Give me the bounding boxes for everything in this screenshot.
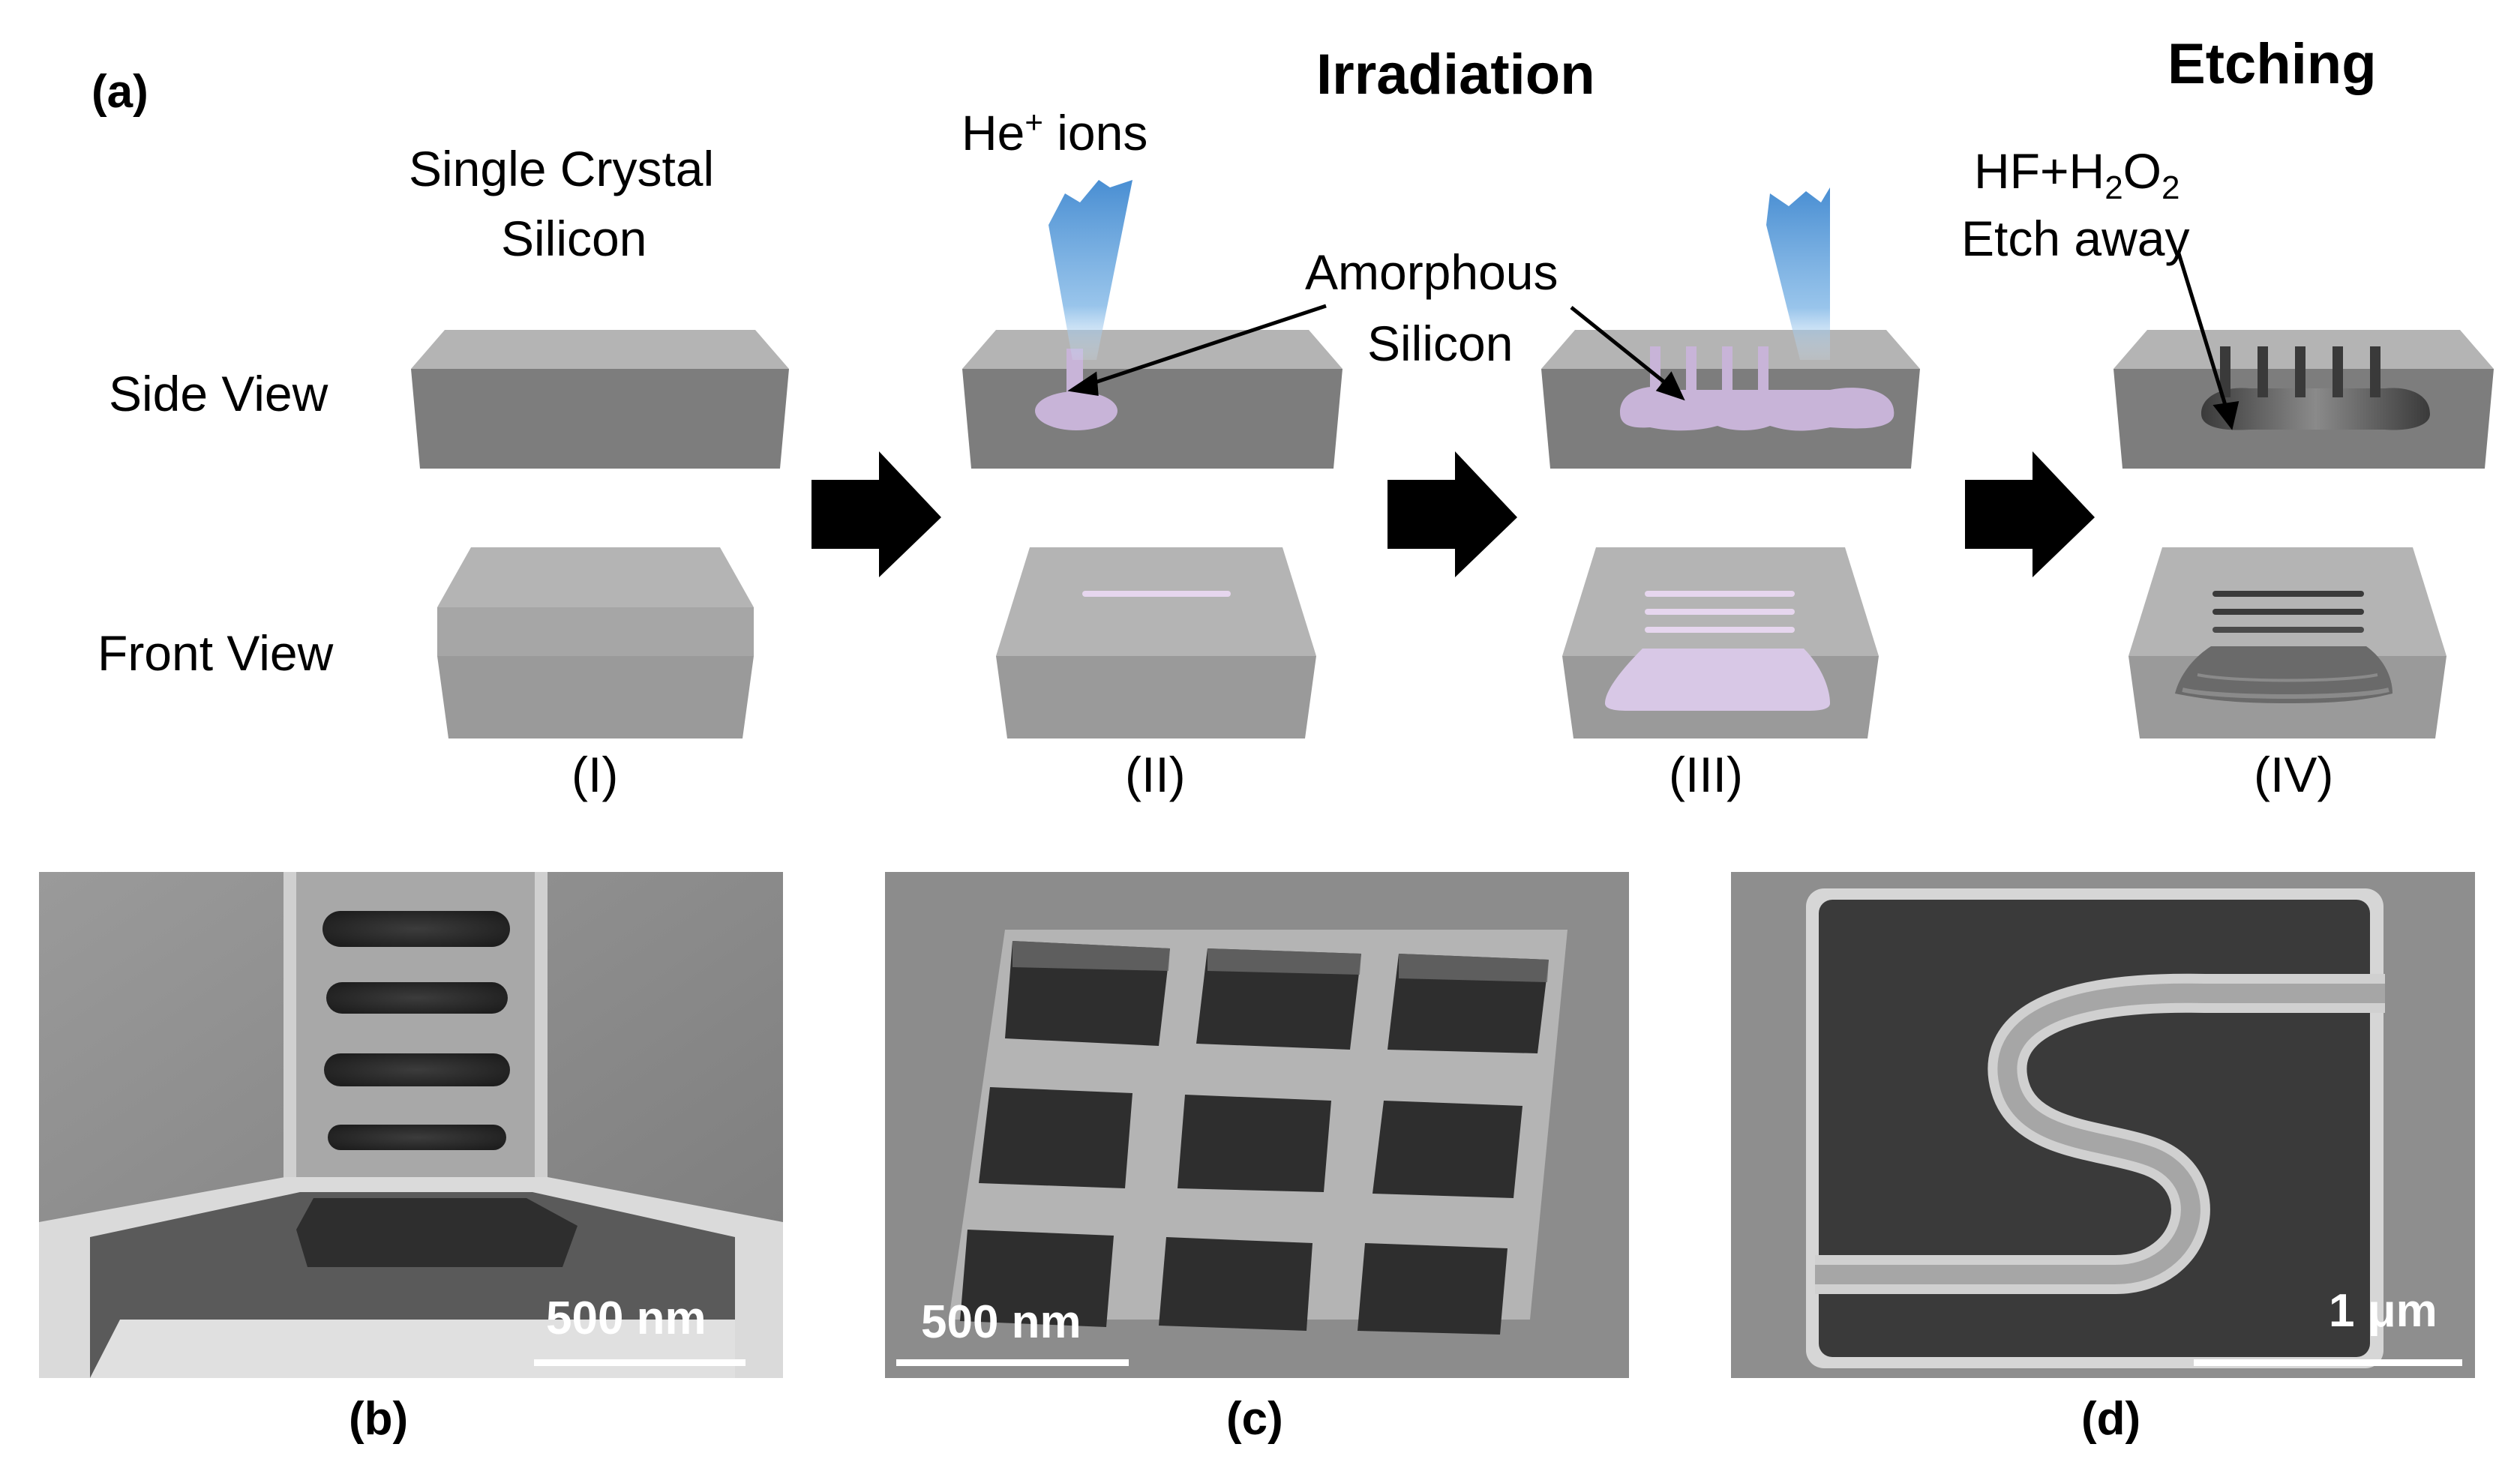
amorphous-region-iii <box>1620 386 1894 431</box>
stage3-side-block <box>1541 330 1920 469</box>
irradiation-header: Irradiation <box>1316 43 1595 106</box>
scale-bar-c <box>896 1359 1129 1366</box>
amorphous-label-line2: Silicon <box>1367 316 1514 371</box>
cavity-b <box>296 1198 578 1267</box>
stage2-side-block <box>962 330 1342 469</box>
pore-b-4 <box>328 1125 506 1150</box>
micrograph-c <box>885 872 1629 1378</box>
process-arrow-3 <box>1965 451 2095 577</box>
process-arrow-2 <box>1388 451 1517 577</box>
formula-subscript: 2 <box>2104 169 2123 207</box>
etching-header: Etching <box>2168 32 2377 96</box>
scale-bar-d <box>2194 1359 2462 1366</box>
stage1-numeral: (I) <box>572 747 619 802</box>
amorphous-label-line1: Amorphous <box>1305 244 1558 300</box>
stage4-front-block <box>2128 547 2446 738</box>
stage3-front-block <box>1562 547 1879 738</box>
amorphous-region-ii <box>1035 391 1118 430</box>
etch-away-label: Etch away <box>1961 211 2190 266</box>
scale-bar-b <box>534 1359 746 1366</box>
process-arrow-1 <box>812 451 941 577</box>
micrograph-d <box>1731 872 2475 1378</box>
amorphous-line-ii <box>1082 591 1231 597</box>
ion-label-charge: + <box>1024 104 1043 139</box>
ion-label-text: He <box>962 105 1025 160</box>
stage1-label-line1: Single Crystal <box>409 141 715 196</box>
stage1-side-block <box>411 330 789 469</box>
stage2-numeral: (II) <box>1125 747 1186 802</box>
panel-c-letter: (c) <box>1226 1393 1283 1445</box>
pore-b-3 <box>324 1053 510 1086</box>
pore-b-1 <box>322 911 510 947</box>
scale-label-c: 500 nm <box>921 1296 1082 1348</box>
ion-label-suffix: ions <box>1042 105 1148 160</box>
etched-cavity-front <box>2175 646 2392 703</box>
pore-b-2 <box>326 982 508 1014</box>
panel-b-letter: (b) <box>349 1393 409 1445</box>
formula-part: O <box>2122 143 2162 199</box>
side-view-label: Side View <box>109 366 328 421</box>
scale-label-b: 500 nm <box>546 1293 706 1344</box>
panel-d-letter: (d) <box>2081 1393 2141 1445</box>
amorphous-region-iii-front <box>1605 649 1830 711</box>
stage4-side-block <box>2114 330 2494 469</box>
annotation-arrows <box>1067 253 2240 430</box>
stage1-label-line2: Silicon <box>501 211 647 266</box>
etchant-formula: HF+H2O2 <box>1974 146 2180 205</box>
pores-c <box>960 941 1549 1335</box>
stage4-numeral: (IV) <box>2254 747 2334 802</box>
ion-label: He+ ions <box>962 104 1148 160</box>
scale-label-d: 1 μm <box>2329 1285 2438 1337</box>
etched-cavity-side <box>2201 388 2430 430</box>
ion-beam-iii <box>1766 187 1830 360</box>
front-view-label: Front View <box>98 625 334 681</box>
stage3-numeral: (III) <box>1669 747 1743 802</box>
stage2-front-block <box>996 547 1316 738</box>
panel-a-letter: (a) <box>92 66 148 118</box>
formula-part: HF+H <box>1974 143 2105 199</box>
micrograph-b <box>39 872 783 1378</box>
formula-subscript: 2 <box>2162 169 2180 207</box>
stage1-front-block <box>437 547 754 738</box>
ion-beam-ii <box>1048 180 1132 360</box>
